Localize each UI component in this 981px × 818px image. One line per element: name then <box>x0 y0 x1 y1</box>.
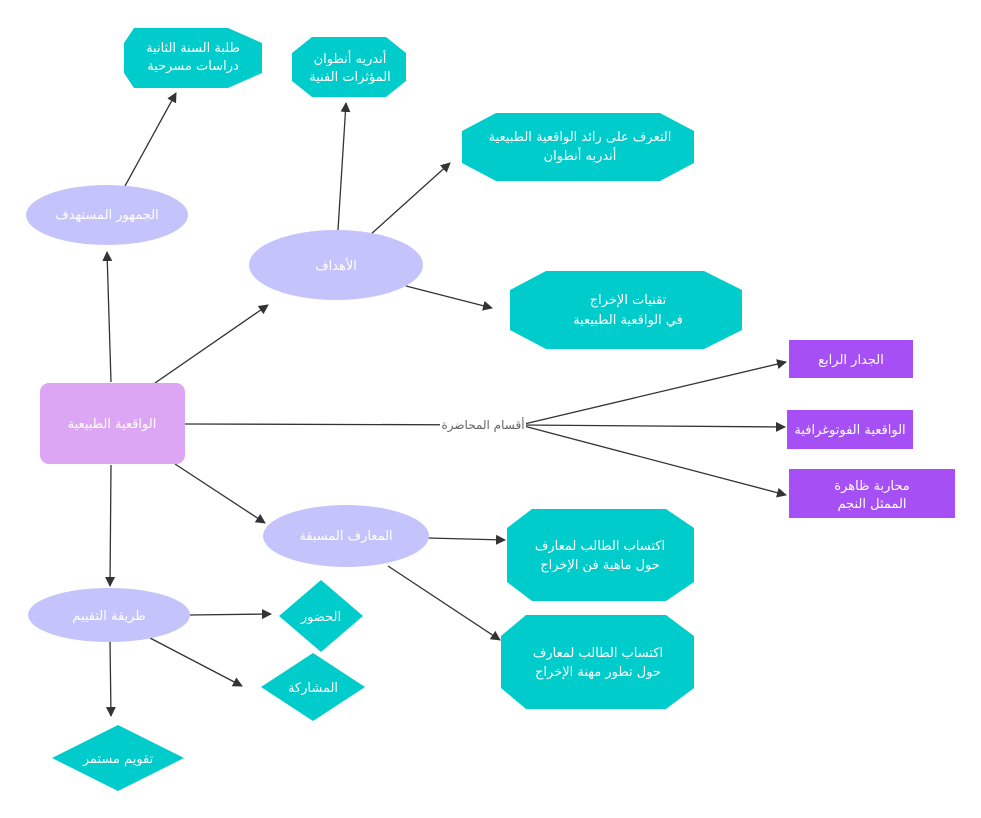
node-prior-2-shape <box>501 615 694 709</box>
edge-root-prior <box>174 463 266 524</box>
node-section-3-line2: الممثل النجم <box>837 497 906 512</box>
edge-audience-target <box>124 92 177 187</box>
edge-sections-2 <box>519 421 786 432</box>
node-evaluation-shape <box>28 588 190 642</box>
node-goal-2-line1: التعرف على رائد الواقعية الطبيعية <box>489 130 672 145</box>
node-goal-1-line2: المؤثرات الفنية <box>309 70 391 85</box>
node-goal-1-line1: أندريه أنطوان <box>314 50 387 67</box>
edges: أقسام المحاضرة <box>102 92 787 717</box>
node-audience-target-line2: دراسات مسرحية <box>147 59 239 74</box>
node-prior-knowledge-label: المعارف المسبقة <box>299 529 392 544</box>
node-prior-knowledge[interactable]: المعارف المسبقة <box>263 505 429 567</box>
node-eval-attendance-label: الحضور <box>300 610 341 625</box>
node-eval-attendance-shape <box>279 580 363 652</box>
node-section-3[interactable]: محاربة ظاهرة الممثل النجم <box>789 469 955 518</box>
node-section-3-shape <box>789 469 955 518</box>
node-section-1[interactable]: الجدار الرابع <box>789 340 913 378</box>
node-root[interactable]: الواقعية الطبيعية <box>40 383 185 464</box>
node-eval-participation-shape <box>261 653 365 721</box>
node-prior-2-line2: حول تطور مهنة الإخراج <box>535 665 661 680</box>
edge-goals-goal3 <box>405 285 493 311</box>
edge-root-audience <box>102 251 113 383</box>
node-goal-1[interactable]: أندريه أنطوان المؤثرات الفنية <box>292 37 406 97</box>
node-prior-1-line2: حول ماهية فن الإخراج <box>540 558 660 573</box>
edge-root-goals <box>154 304 269 384</box>
edge-label-bg <box>440 417 526 433</box>
node-audience-target[interactable]: طلبة السنة الثانية دراسات مسرحية <box>124 28 262 88</box>
node-goal-3[interactable]: تقنيات الإخراج في الواقعية الطبيعية <box>510 271 742 349</box>
node-section-1-label: الجدار الرابع <box>818 353 884 368</box>
node-prior-1-line1: اكتساب الطالب لمعارف <box>535 539 665 554</box>
edge-eval-participation <box>149 637 243 687</box>
edge-goals-goal1 <box>337 102 351 231</box>
edge-prior-1 <box>427 534 506 545</box>
node-root-shape <box>40 383 185 464</box>
node-eval-participation[interactable]: المشاركة <box>261 653 365 721</box>
nodes: الواقعية الطبيعية الجمهور المستهدف طلبة … <box>26 28 955 791</box>
node-eval-attendance[interactable]: الحضور <box>279 580 363 652</box>
node-eval-continuous-shape <box>52 725 184 791</box>
node-goals-shape <box>249 230 423 300</box>
node-section-3-line1: محاربة ظاهرة <box>834 479 909 494</box>
node-section-2[interactable]: الواقعية الفوتوغرافية <box>787 410 913 449</box>
node-section-2-shape <box>787 410 913 449</box>
node-audience-target-line1: طلبة السنة الثانية <box>146 41 240 56</box>
node-goal-2-line2: أندريه أنطوان <box>544 147 617 164</box>
edge-eval-attendance <box>189 609 272 620</box>
node-evaluation-label: طريقة التقييم <box>72 609 145 624</box>
edge-sections-1 <box>519 359 787 426</box>
node-eval-participation-label: المشاركة <box>288 681 338 696</box>
edge-label-sections: أقسام المحاضرة <box>441 417 524 433</box>
node-goal-3-line1: تقنيات الإخراج <box>590 293 667 308</box>
node-section-2-label: الواقعية الفوتوغرافية <box>794 423 905 438</box>
node-goals[interactable]: الأهداف <box>249 230 423 300</box>
node-goals-label: الأهداف <box>315 257 357 274</box>
edge-root-evaluation <box>105 464 116 587</box>
edge-goals-goal2 <box>369 162 451 236</box>
node-audience-label: الجمهور المستهدف <box>55 208 159 223</box>
edge-sections-3 <box>519 424 787 498</box>
node-evaluation[interactable]: طريقة التقييم <box>28 588 190 642</box>
node-goal-2[interactable]: التعرف على رائد الواقعية الطبيعية أندريه… <box>462 113 694 181</box>
node-prior-knowledge-shape <box>263 505 429 567</box>
node-audience[interactable]: الجمهور المستهدف <box>26 185 188 245</box>
node-prior-2[interactable]: اكتساب الطالب لمعارف حول تطور مهنة الإخر… <box>501 615 694 709</box>
node-eval-continuous[interactable]: تقويم مستمر <box>52 725 184 791</box>
node-prior-1-shape <box>507 509 694 601</box>
node-goal-1-shape <box>292 37 406 97</box>
node-eval-continuous-label: تقويم مستمر <box>82 752 154 767</box>
node-root-label: الواقعية الطبيعية <box>68 417 157 432</box>
node-audience-shape <box>26 185 188 245</box>
node-prior-2-line1: اكتساب الطالب لمعارف <box>533 646 663 661</box>
node-audience-target-shape <box>124 28 262 88</box>
edge-eval-continuous <box>105 639 116 717</box>
node-goal-3-shape <box>510 271 742 349</box>
node-prior-1[interactable]: اكتساب الطالب لمعارف حول ماهية فن الإخرا… <box>507 509 694 601</box>
edge-prior-2 <box>387 565 501 641</box>
node-goal-3-line2: في الواقعية الطبيعية <box>573 313 683 328</box>
node-goal-2-shape <box>462 113 694 181</box>
node-section-1-shape <box>789 340 913 378</box>
